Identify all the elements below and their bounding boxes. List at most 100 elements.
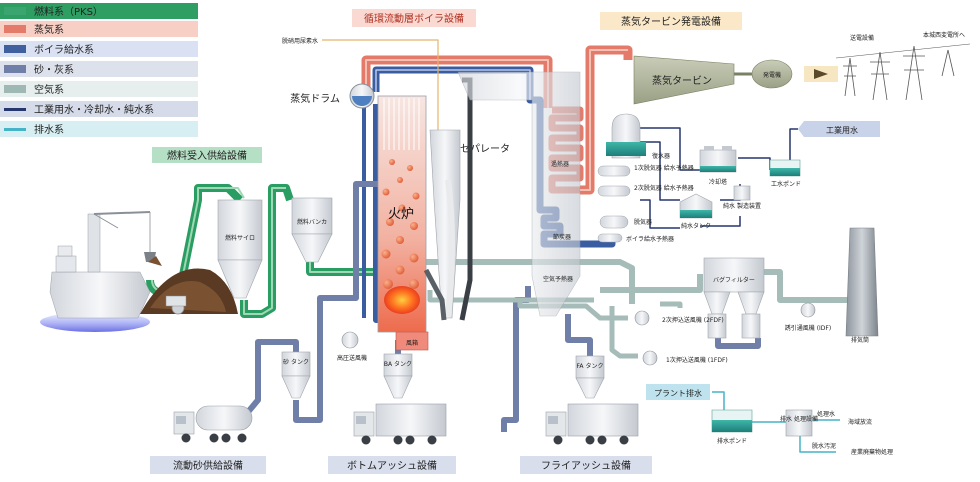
section-title-sand: 流動砂供給設備 (150, 456, 266, 474)
economizer-label: 節炭器 (553, 233, 571, 241)
legend: 燃料系（PKS） 蒸気系 ボイラ給水系 砂・灰系 空気系 工業用水・冷却水・純水… (0, 3, 198, 137)
section-title-fly-ash-text: フライアッシュ設備 (541, 459, 631, 472)
treated-water-label: 処理水 (817, 410, 835, 418)
section-title-sand-text: 流動砂供給設備 (173, 459, 243, 472)
fdf1-label: 1次押込送風機 (1FDF) (666, 356, 728, 364)
condenser: 復水器 (606, 113, 670, 160)
cooling-tower-label: 冷却塔 (709, 178, 727, 186)
section-title-boiler-text: 循環流動層ボイラ設備 (364, 12, 464, 25)
fuel-silo-label: 燃料サイロ (225, 234, 255, 242)
sand-tank-label: 砂 タンク (283, 358, 309, 366)
pure-water-equipment: 純水 製造装置 (723, 185, 761, 210)
dewatered-sludge-label: 脱水汚泥 (812, 442, 836, 450)
legend-label-fuel: 燃料系（PKS） (34, 5, 103, 18)
hp-blower: 高圧送風機 (337, 331, 367, 362)
legend-item-fuel: 燃料系（PKS） (4, 5, 103, 18)
legend-swatch-air (4, 85, 26, 93)
fuel-bunker-label: 燃料バンカ (297, 218, 327, 226)
legend-item-water: 工業用水・冷却水・純水系 (4, 103, 154, 116)
legend-item-feedwater: ボイラ給水系 (4, 43, 94, 56)
generator-label: 発電機 (763, 71, 781, 79)
section-title-bottom-ash: ボトムアッシュ設備 (328, 456, 456, 474)
legend-item-wastewater: 排水系 (4, 123, 64, 136)
lp-heater1-label: 1次脱気器 給水予熱器 (634, 164, 694, 172)
wastewater-treatment: 排水 処理設備 (780, 409, 818, 437)
section-title-fuel: 燃料受入供給設備 (152, 147, 262, 163)
air-box-label: 風箱 (406, 339, 418, 347)
deaerator-label: 脱気器 (634, 218, 652, 226)
legend-swatch-sand-ash (4, 65, 26, 73)
steam-drum (349, 83, 375, 109)
industrial-water-pond: 工水ポンド (769, 159, 801, 188)
fuel-bunker: 燃料バンカ (291, 197, 333, 263)
legend-item-sand-ash: 砂・灰系 (4, 63, 74, 76)
legend-swatch-feedwater (4, 45, 26, 53)
section-title-turbine-text: 蒸気タービン発電設備 (621, 15, 721, 28)
air-pipes (418, 259, 853, 359)
lp-heaters: 1次脱気器 給水予熱器 2次脱気器 給水予熱器 脱気器 ボイラ給水予熱器 (597, 164, 694, 243)
section-title-plant-wastewater: プラント排水 (646, 384, 710, 400)
section-title-turbine: 蒸気タービン発電設備 (600, 12, 742, 30)
industrial-water-pond-label: 工水ポンド (771, 180, 801, 188)
ba-tank: BA タンク (383, 353, 413, 399)
legend-label-sand-ash: 砂・灰系 (34, 63, 74, 76)
pure-water-equipment-label: 純水 製造装置 (723, 202, 761, 210)
legend-label-air: 空気系 (34, 83, 64, 96)
idf-label: 誘引通風機 (IDF) (785, 324, 831, 332)
fa-truck (545, 403, 639, 445)
sea-discharge-label: 海域放流 (848, 418, 872, 426)
generator: 発電機 (751, 59, 793, 89)
pure-water-tank: 純水タンク (679, 193, 713, 230)
power-arrow (804, 66, 838, 82)
section-title-industrial-water-text: 工業用水 (826, 125, 858, 135)
industrial-waste-label: 産業廃棄物処理 (851, 448, 893, 456)
furnace-particles (381, 159, 420, 289)
idf: 誘引通風機 (IDF) (785, 302, 831, 332)
section-title-boiler: 循環流動層ボイラ設備 (352, 9, 476, 27)
hp-blower-label: 高圧送風機 (337, 354, 367, 362)
sand-truck (173, 405, 253, 443)
bag-filter: バグフィルター (703, 257, 765, 339)
fdf1: 1次押込送風機 (1FDF) (642, 350, 728, 366)
lp-heater2-label: 2次脱気器 給水予熱器 (634, 184, 694, 192)
ba-truck (353, 403, 447, 445)
bag-filter-label: バグフィルター (713, 276, 755, 284)
ba-tank-label: BA タンク (384, 360, 412, 368)
section-title-fly-ash: フライアッシュ設備 (520, 456, 652, 474)
condenser-label: 復水器 (652, 152, 670, 160)
furnace-tubes (383, 98, 420, 150)
fdf2: 2次押込送風機 (2FDF) (634, 310, 724, 326)
legend-label-feedwater: ボイラ給水系 (34, 43, 94, 56)
sand-tank: 砂 タンク (281, 351, 311, 399)
section-title-plant-wastewater-text: プラント排水 (654, 388, 702, 398)
section-title-fuel-text: 燃料受入供給設備 (167, 149, 247, 162)
furnace-label: 火炉 (388, 207, 414, 222)
boiler-feed-heater-label: ボイラ給水予熱器 (626, 235, 674, 243)
ship (40, 211, 156, 332)
legend-label-water: 工業用水・冷却水・純水系 (34, 103, 154, 116)
fa-tank: FA タンク (575, 355, 605, 399)
wastewater-pond: 排水ポンド (711, 409, 753, 445)
transmission-towers (835, 43, 971, 101)
fuel-silo: 燃料サイロ (217, 199, 263, 299)
legend-swatch-wastewater (4, 128, 26, 131)
legend-swatch-steam (4, 25, 26, 33)
legend-swatch-fuel (4, 7, 26, 15)
legend-label-wastewater: 排水系 (34, 123, 64, 136)
turbine-label: 蒸気タービン (652, 74, 712, 87)
pure-water-tank-label: 純水タンク (681, 222, 711, 230)
to-substation-label: 本城西変電所へ (923, 31, 965, 39)
substation-label: 送電設備 (850, 34, 874, 42)
urea-label: 脱硝用尿素水 (282, 37, 318, 45)
fa-tank-label: FA タンク (577, 362, 604, 370)
wastewater-pond-label: 排水ポンド (717, 437, 747, 445)
legend-item-air: 空気系 (4, 83, 64, 96)
section-title-industrial-water: 工業用水 (798, 121, 880, 137)
steam-drum-label: 蒸気ドラム (290, 92, 340, 105)
stack-label: 排気筒 (851, 336, 869, 344)
air-heater-label: 空気予熱器 (543, 275, 573, 283)
wastewater-pipes (712, 391, 840, 453)
separator (429, 129, 461, 319)
boiler: 火炉 風箱 蒸気ドラム セパレータ 過熱器 節炭器 空気予熱器 (290, 71, 581, 351)
